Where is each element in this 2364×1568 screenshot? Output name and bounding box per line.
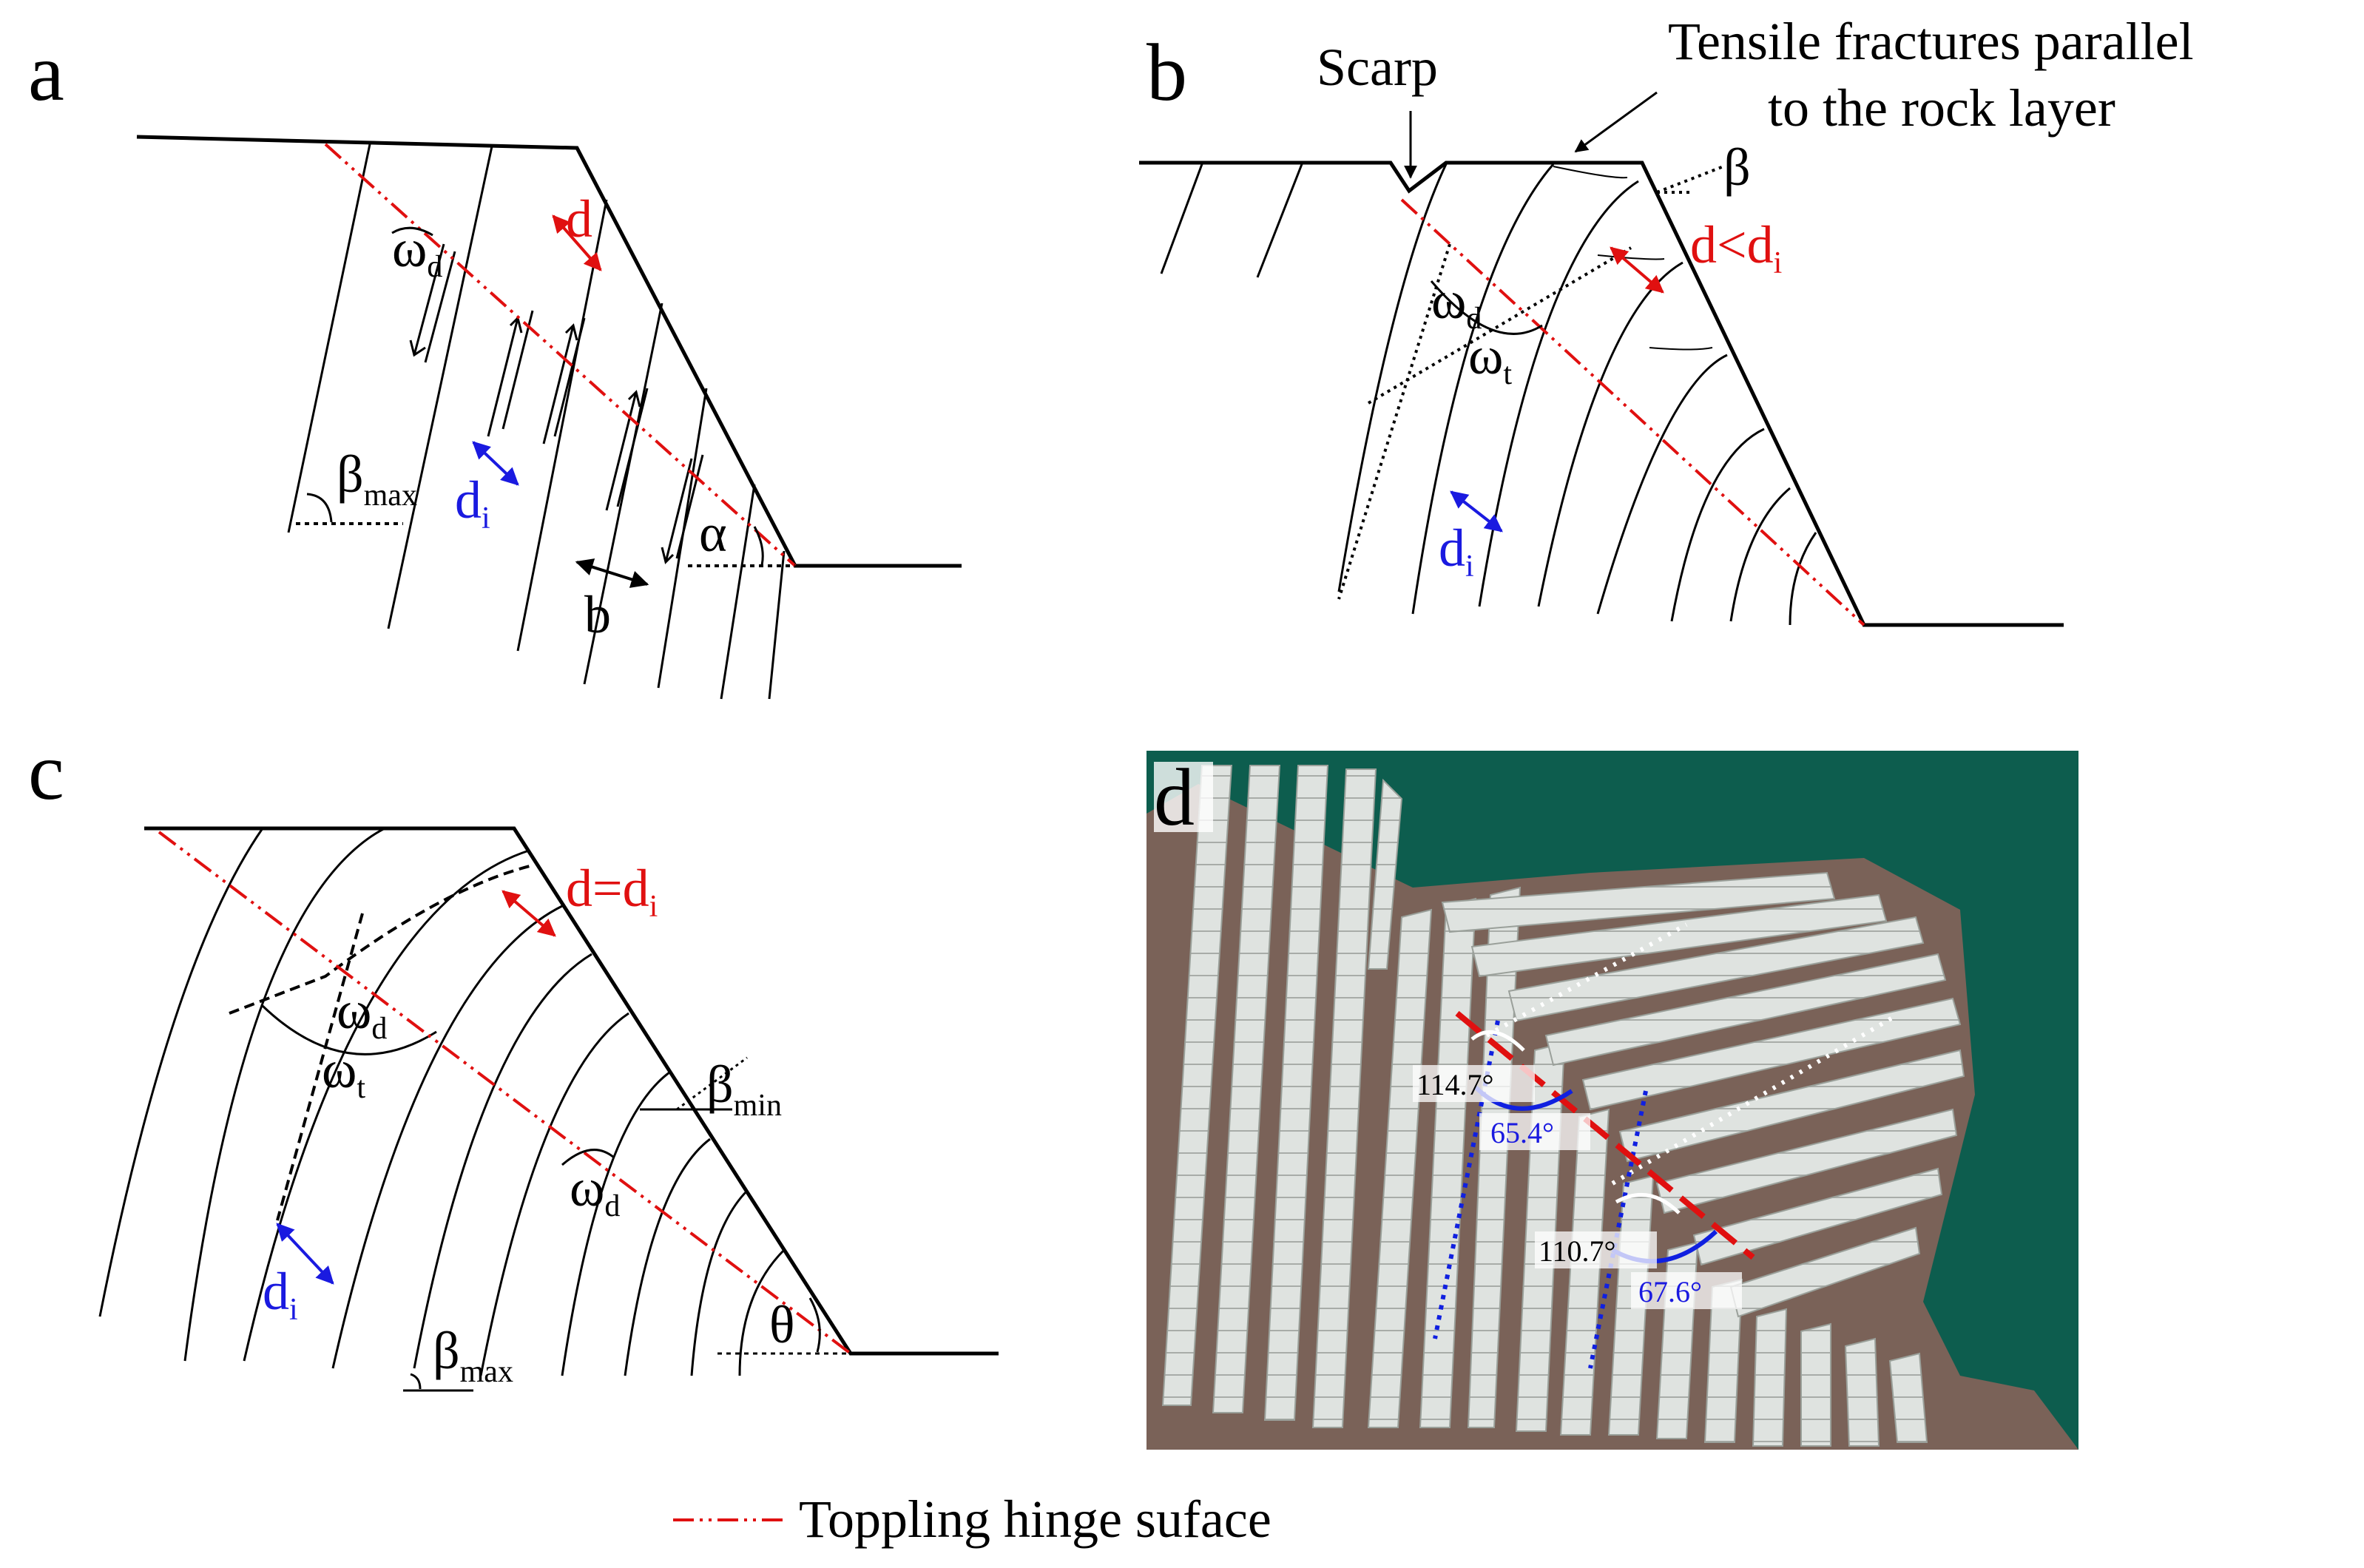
panel-a-b-arrow (575, 558, 649, 588)
panel-a-letter: a (28, 27, 64, 118)
panel-c-hinge-line (158, 831, 852, 1355)
panel-c-dashed-lines (229, 864, 533, 1221)
panel-a-d-label: d (566, 189, 592, 249)
panel-c-omega-d: ωd (337, 981, 387, 1046)
panel-b-slope-outline (1139, 160, 2064, 627)
panel-b-d-arrow (1610, 246, 1664, 294)
panel-b-curved-layers (1337, 163, 1817, 626)
photo-angle2-white-label: 110.7° (1539, 1234, 1616, 1268)
photo-angle2-blue-box (1631, 1272, 1742, 1309)
panel-d: 114.7° 65.4° 110.7° 67.6° d (1146, 751, 2078, 1450)
panel-b-di: di (1439, 518, 1474, 584)
panel-a-hinge-line (324, 143, 797, 567)
panel-a-di: di (455, 470, 490, 535)
panel-b-di-arrow (1450, 490, 1503, 533)
photo-inclined-blocks (1441, 871, 1965, 1318)
panel-a-alpha-arc (753, 526, 764, 566)
legend-label: Toppling hinge suface (799, 1490, 1272, 1549)
panel-b-omega-arc (1430, 280, 1543, 335)
panel-b-omega-t: ωt (1468, 326, 1512, 391)
panel-a-slope-outline (136, 135, 962, 568)
photo-angle1-white-arc (1470, 1030, 1525, 1052)
panel-c-curved-layers (98, 827, 786, 1376)
panel-b-tensile-pointer (1574, 91, 1658, 153)
photo-angle2-white-box (1535, 1231, 1657, 1268)
photo-hinge-line (1455, 1010, 1755, 1260)
photo-left-blocks (1161, 765, 1403, 1428)
panel-b-beta: β (1723, 138, 1751, 197)
panel-c-di-arrow (276, 1223, 334, 1285)
panel-a-layer-lines (287, 143, 786, 700)
panel-c-beta-max-arc (410, 1373, 422, 1390)
legend: Toppling hinge suface (673, 1490, 1272, 1549)
panel-c-beta-min: βmin (706, 1055, 782, 1123)
panel-d-letter: d (1154, 752, 1195, 842)
panel-c-omega-arc (261, 1004, 437, 1055)
panel-b-omega-d: ωd (1431, 271, 1482, 336)
panel-c-theta: θ (769, 1295, 795, 1354)
panel-c: c d=di ωd ωt βmin (28, 726, 999, 1392)
panel-b-dotted-lines (1337, 165, 1724, 600)
panel-c-di: di (263, 1262, 298, 1327)
panel-c-omega-d2-arc (561, 1149, 615, 1166)
panel-b-d-lt-di: d<di (1690, 215, 1782, 280)
panel-c-d-eq-di: d=di (566, 859, 658, 924)
panel-c-omega-t: ωt (322, 1040, 365, 1105)
photo-angle1-white-box (1413, 1065, 1535, 1102)
panel-c-omega-d2: ωd (570, 1158, 620, 1223)
panel-c-beta-min-dotted (676, 1056, 748, 1111)
panel-c-d-arrow (501, 890, 556, 937)
photo-angle1-blue-box (1479, 1113, 1590, 1150)
photo-angle2-white-arc (1615, 1192, 1681, 1214)
panel-c-beta-max: βmax (433, 1321, 513, 1389)
photo-angle1-white-label: 114.7° (1416, 1068, 1494, 1101)
panel-c-theta-arc (808, 1297, 821, 1353)
panel-a-d-arrow (552, 214, 602, 271)
panel-b-hinge-line (1400, 198, 1865, 626)
panel-a-beta-max-arc (306, 493, 333, 523)
photo-angle2-blue-label: 67.6° (1638, 1275, 1702, 1308)
panel-b: b Scarp Tensile fractures parallel to th… (1139, 12, 2194, 627)
photo-angle1-blue-label: 65.4° (1490, 1116, 1554, 1149)
panel-d-letter-box (1154, 762, 1213, 832)
panel-a-alpha: α (699, 504, 727, 563)
panel-b-tensile-line1: Tensile fractures parallel (1668, 12, 2194, 71)
panel-b-left-layers (1160, 163, 1303, 278)
photo-white-dotted-lines (1485, 922, 1895, 1186)
panel-a-omega-d-arc (391, 226, 433, 237)
panel-b-letter: b (1146, 27, 1187, 118)
panel-c-slope-outline (144, 826, 999, 1356)
panel-b-scarp-label: Scarp (1317, 38, 1438, 97)
panel-b-tensile-line2: to the rock layer (1768, 78, 2115, 138)
panel-a-di-arrow (472, 441, 519, 486)
panel-a-b-label: b (584, 585, 611, 644)
panel-c-letter: c (28, 726, 64, 817)
panel-a-beta-max: βmax (337, 445, 417, 513)
panel-a: a d ωd (28, 27, 962, 700)
panel-a-shear-arrows (409, 243, 704, 564)
